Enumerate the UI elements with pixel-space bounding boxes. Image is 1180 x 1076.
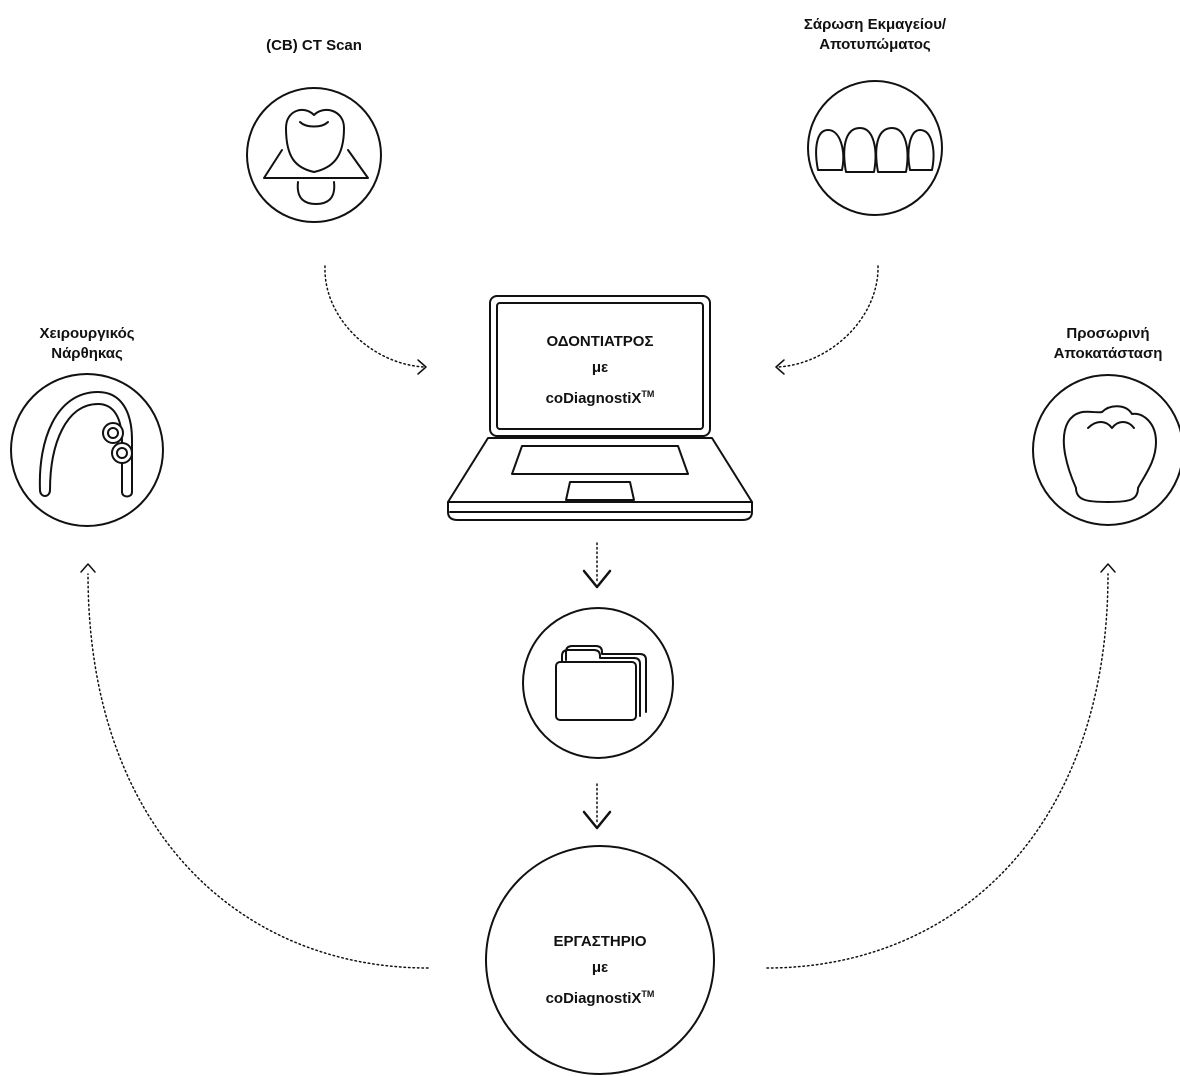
ct-scan-icon (263, 108, 369, 205)
laboratory-node (485, 845, 715, 1075)
arrow-lab-to-surgical-guide (87, 573, 429, 969)
ct-scan-node (246, 87, 382, 223)
impression-scan-node (807, 80, 943, 216)
laboratory-label: ΕΡΓΑΣΤΗΡΙΟ με coDiagnostiXTM (545, 933, 655, 1007)
surgical-guide-node (10, 373, 164, 527)
arrow-lab-to-restoration (766, 573, 1109, 969)
file-node (522, 607, 674, 759)
impression-scan-label: Σάρωση Εκμαγείου/ Αποτυπώματος (803, 16, 947, 53)
surgical-guide-label: Χειρουργικός Νάρθηκας (39, 325, 135, 362)
arrow-ct-to-dentist (324, 265, 425, 368)
temporary-restoration-label: Προσωρινή Αποκατάσταση (1053, 325, 1163, 362)
arrow-impression-to-dentist (777, 265, 879, 368)
crown-icon (1062, 405, 1157, 503)
laptop-icon (447, 295, 753, 521)
teeth-icon (815, 127, 935, 173)
dentist-label: ΟΔΟΝΤΙΑΤΡΟΣ με coDiagnostiXTM (545, 333, 655, 407)
ct-scan-label: (CB) CT Scan (266, 37, 362, 54)
folder-icon (555, 645, 647, 721)
surgical-guide-icon (38, 391, 133, 498)
arrow-down-2 (582, 783, 612, 830)
arrow-down-1 (582, 542, 612, 589)
temporary-restoration-node (1032, 374, 1180, 526)
